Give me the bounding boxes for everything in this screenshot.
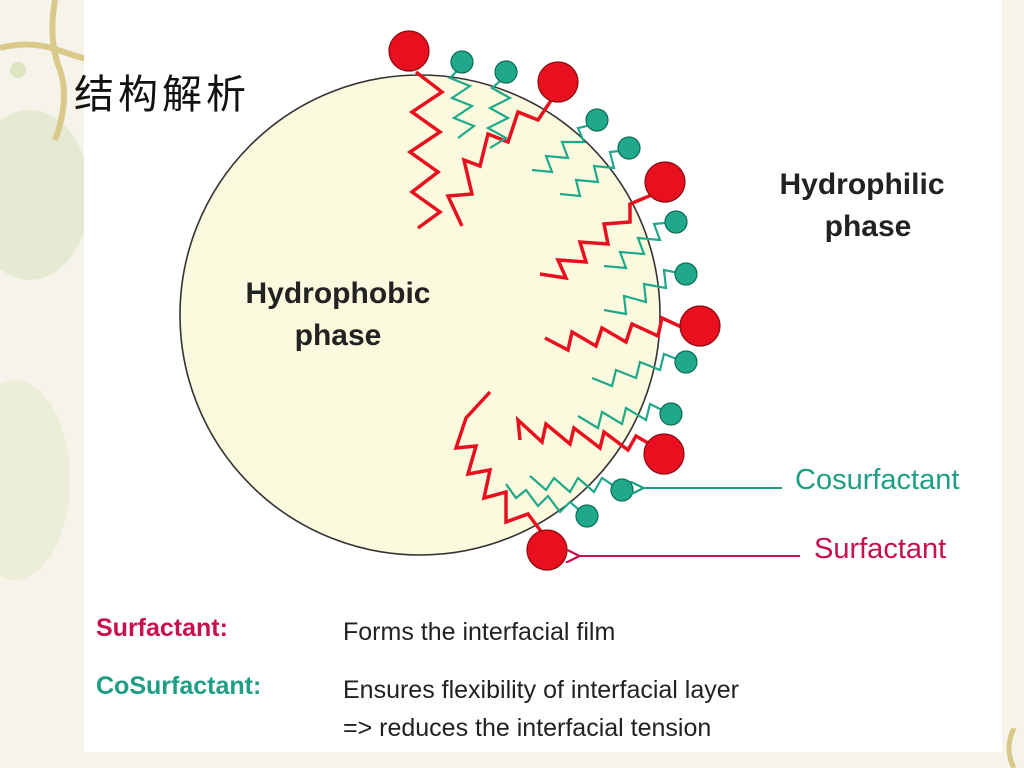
cosurfactant-heads	[450, 50, 698, 528]
surfactant-head	[526, 529, 568, 571]
surfactant-head	[388, 30, 430, 72]
surfactant-head	[643, 433, 685, 475]
cosurfactant-head	[450, 50, 474, 74]
cosurfactant-head	[617, 136, 641, 160]
surfactant-tail	[406, 70, 446, 230]
surfactant-head	[679, 305, 721, 347]
cosurfactant-tail	[577, 402, 671, 430]
surfactant-label: Surfactant	[814, 533, 946, 565]
slide-title: 结构解析	[74, 72, 250, 118]
surfactant-tail	[453, 390, 548, 540]
cosurfactant-tail	[448, 65, 477, 139]
cosurfactant-tail	[603, 268, 685, 316]
cosurfactant-tail	[603, 220, 675, 270]
surfactant-heads	[388, 30, 721, 571]
cosurfactant-head	[664, 210, 688, 234]
legend-surfactant: Surfactant: Forms the interfacial film	[0, 614, 1000, 654]
legend-cosurfactant: CoSurfactant: Ensures flexibility of int…	[0, 672, 1000, 752]
cosurfactant-tail	[485, 75, 513, 149]
cosurfactant-label: Cosurfactant	[795, 464, 959, 496]
surfactant-head	[644, 161, 686, 203]
legend-surfactant-term: Surfactant:	[96, 614, 228, 642]
cosurfactant-head	[674, 350, 698, 374]
cosurfactant-head	[659, 402, 683, 426]
cosurfactant-head	[610, 478, 634, 502]
legend-surfactant-desc: Forms the interfacial film	[343, 618, 616, 646]
surfactant-tail	[544, 315, 689, 353]
surfactant-tails	[406, 70, 689, 540]
cosurfactant-head	[585, 108, 609, 132]
surfactant-tail	[515, 415, 661, 453]
cosurfactant-tail	[531, 122, 597, 174]
cosurfactant-tail	[505, 483, 587, 517]
hydrophobic-label-line2: phase	[295, 319, 382, 352]
surfactant-tail	[445, 95, 556, 227]
surfactant-tail	[539, 192, 655, 281]
cosurfactant-head	[575, 504, 599, 528]
cosurfactant-tail	[529, 475, 621, 494]
cosurfactant-head	[674, 262, 698, 286]
hydrophilic-label-line2: phase	[825, 210, 912, 243]
cosurfactant-tails	[448, 65, 685, 517]
legend-cosurfactant-desc-line1: Ensures flexibility of interfacial layer	[343, 676, 739, 704]
hydrophobic-label-line1: Hydrophobic	[246, 277, 431, 310]
cosurfactant-tail	[559, 148, 629, 198]
background-vine-decoration	[1006, 728, 1017, 768]
surfactant-head	[537, 61, 579, 103]
legend-cosurfactant-term: CoSurfactant:	[96, 672, 262, 700]
cosurfactant-head	[494, 60, 518, 84]
hydrophilic-label-line1: Hydrophilic	[779, 168, 944, 201]
cosurfactant-tail	[591, 352, 685, 388]
legend-cosurfactant-desc-line2: => reduces the interfacial tension	[343, 714, 712, 742]
